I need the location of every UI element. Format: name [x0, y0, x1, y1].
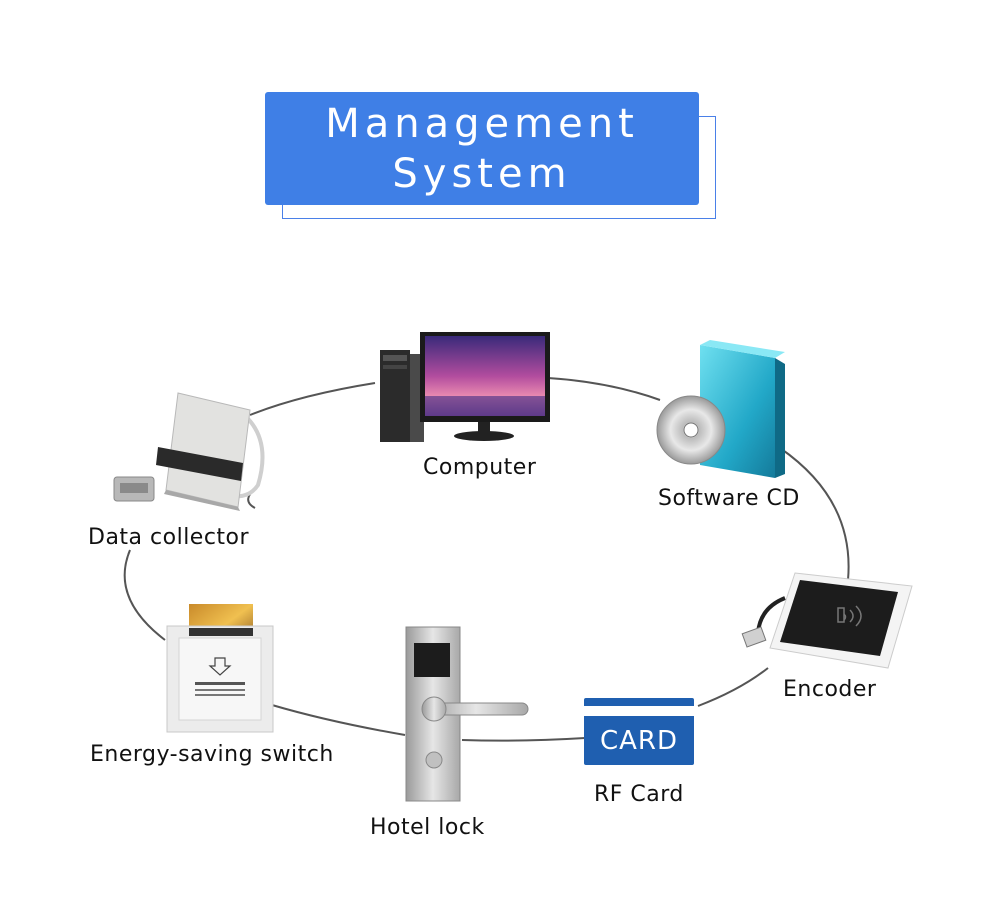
rf-card-label: RF Card — [594, 782, 684, 807]
card-text: CARD — [599, 726, 679, 756]
software-cd-label: Software CD — [658, 486, 800, 511]
software-cd-icon — [656, 340, 785, 478]
encoder-label: Encoder — [783, 677, 877, 702]
encoder-icon — [741, 572, 913, 669]
energy-switch-icon — [166, 604, 274, 733]
title-box: Management System — [265, 92, 699, 205]
computer-label: Computer — [423, 455, 537, 480]
computer-icon — [380, 332, 550, 442]
data-collector-label: Data collector — [88, 525, 250, 550]
title-line-2: System — [392, 150, 572, 197]
title-line-1: Management — [325, 100, 639, 147]
energy-switch-label: Energy-saving switch — [90, 742, 334, 767]
rf-card-icon: CARD — [584, 698, 694, 765]
hotel-lock-icon — [405, 626, 529, 802]
data-collector-icon — [113, 392, 265, 511]
hotel-lock-label: Hotel lock — [370, 815, 485, 840]
